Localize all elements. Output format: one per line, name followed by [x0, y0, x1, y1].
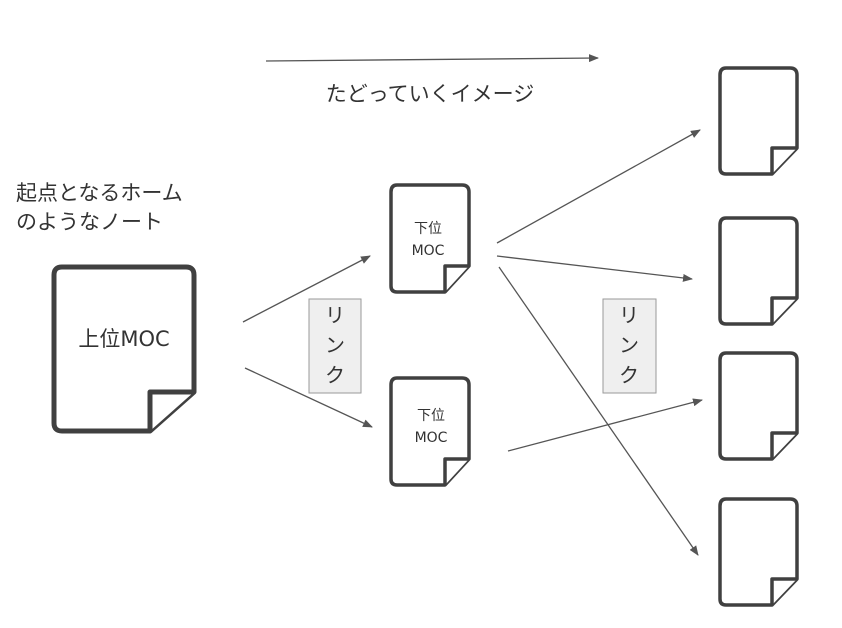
lower-moc-document-1: 下位 MOC	[389, 183, 471, 294]
arrow-lower2-to-note3	[507, 398, 703, 452]
traverse-direction-arrow	[265, 54, 599, 63]
home-note-caption-line2: のようなノート	[16, 210, 163, 234]
home-note-caption-line1: 起点となるホーム	[16, 181, 183, 205]
link-label-box-1: リ ン ク	[308, 298, 362, 394]
note-document-4	[718, 497, 799, 607]
link-char: ク	[325, 363, 345, 387]
arrow-lower1-to-note4	[498, 266, 699, 556]
note-document-2	[718, 216, 799, 326]
lower-moc-2-label-line2: MOC	[415, 430, 448, 446]
note-document-1	[718, 66, 799, 176]
arrow-top-to-lower2	[244, 367, 373, 428]
document-fold	[443, 457, 469, 485]
note-document-3	[718, 351, 799, 461]
arrow-lower1-to-note2	[496, 255, 693, 282]
traverse-label: たどっていくイメージ	[326, 82, 535, 106]
link-char: ン	[325, 333, 345, 357]
link-char: リ	[325, 303, 345, 327]
top-moc-label: 上位MOC	[78, 327, 169, 351]
arrow-top-to-lower1	[242, 255, 371, 323]
arrow-lower1-to-note1	[496, 129, 701, 244]
lower-moc-document-2: 下位 MOC	[389, 376, 471, 487]
link-label-box-2: リ ン ク	[602, 298, 657, 394]
lower-moc-1-label-line1: 下位	[414, 221, 442, 237]
top-moc-document: 上位MOC	[51, 264, 197, 434]
document-fold	[443, 264, 469, 292]
link-char: ン	[619, 333, 639, 357]
link-char: リ	[619, 303, 639, 327]
document-fold	[147, 389, 194, 431]
link-char: ク	[619, 363, 639, 387]
lower-moc-1-label-line2: MOC	[412, 243, 445, 259]
lower-moc-2-label-line1: 下位	[417, 408, 445, 424]
